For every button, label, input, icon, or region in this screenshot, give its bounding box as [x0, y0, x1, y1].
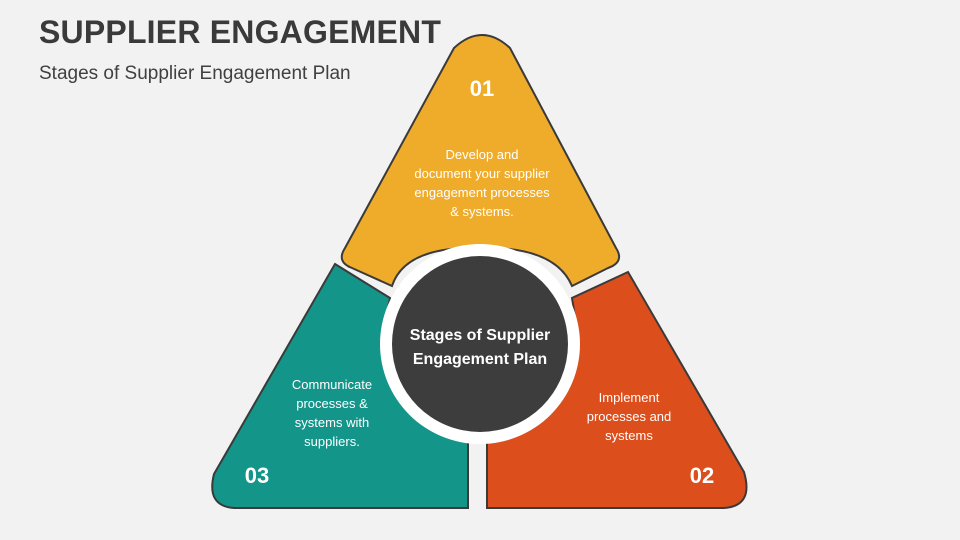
stage-01-text-line-4: & systems.: [450, 204, 514, 219]
page-title: SUPPLIER ENGAGEMENT: [39, 14, 442, 50]
stage-01-segment: 01 Develop and document your supplier en…: [340, 34, 621, 288]
stage-01-text-line-3: engagement processes: [414, 185, 550, 200]
stage-01-shape: [340, 34, 621, 288]
page-subtitle: Stages of Supplier Engagement Plan: [39, 63, 351, 84]
stage-01-text-line-2: document your supplier: [414, 166, 550, 181]
stage-03-text-line-1: Communicate: [292, 377, 372, 392]
stage-02-number: 02: [690, 463, 714, 488]
center-circle: [392, 256, 568, 432]
stage-03-number: 03: [245, 463, 269, 488]
stage-02-text-line-2: processes and: [587, 409, 672, 424]
stage-02-text-line-1: Implement: [599, 390, 660, 405]
stage-02-text-line-3: systems: [605, 428, 653, 443]
stage-03-text-line-4: suppliers.: [304, 434, 360, 449]
stage-01-number: 01: [470, 76, 494, 101]
center-title-line-2: Engagement Plan: [413, 351, 547, 368]
stage-01-text-line-1: Develop and: [446, 147, 519, 162]
stage-03-text-line-3: systems with: [295, 415, 369, 430]
center-title-line-1: Stages of Supplier: [410, 327, 550, 344]
center-hub: Stages of Supplier Engagement Plan: [380, 244, 580, 444]
stage-03-text-line-2: processes &: [296, 396, 368, 411]
